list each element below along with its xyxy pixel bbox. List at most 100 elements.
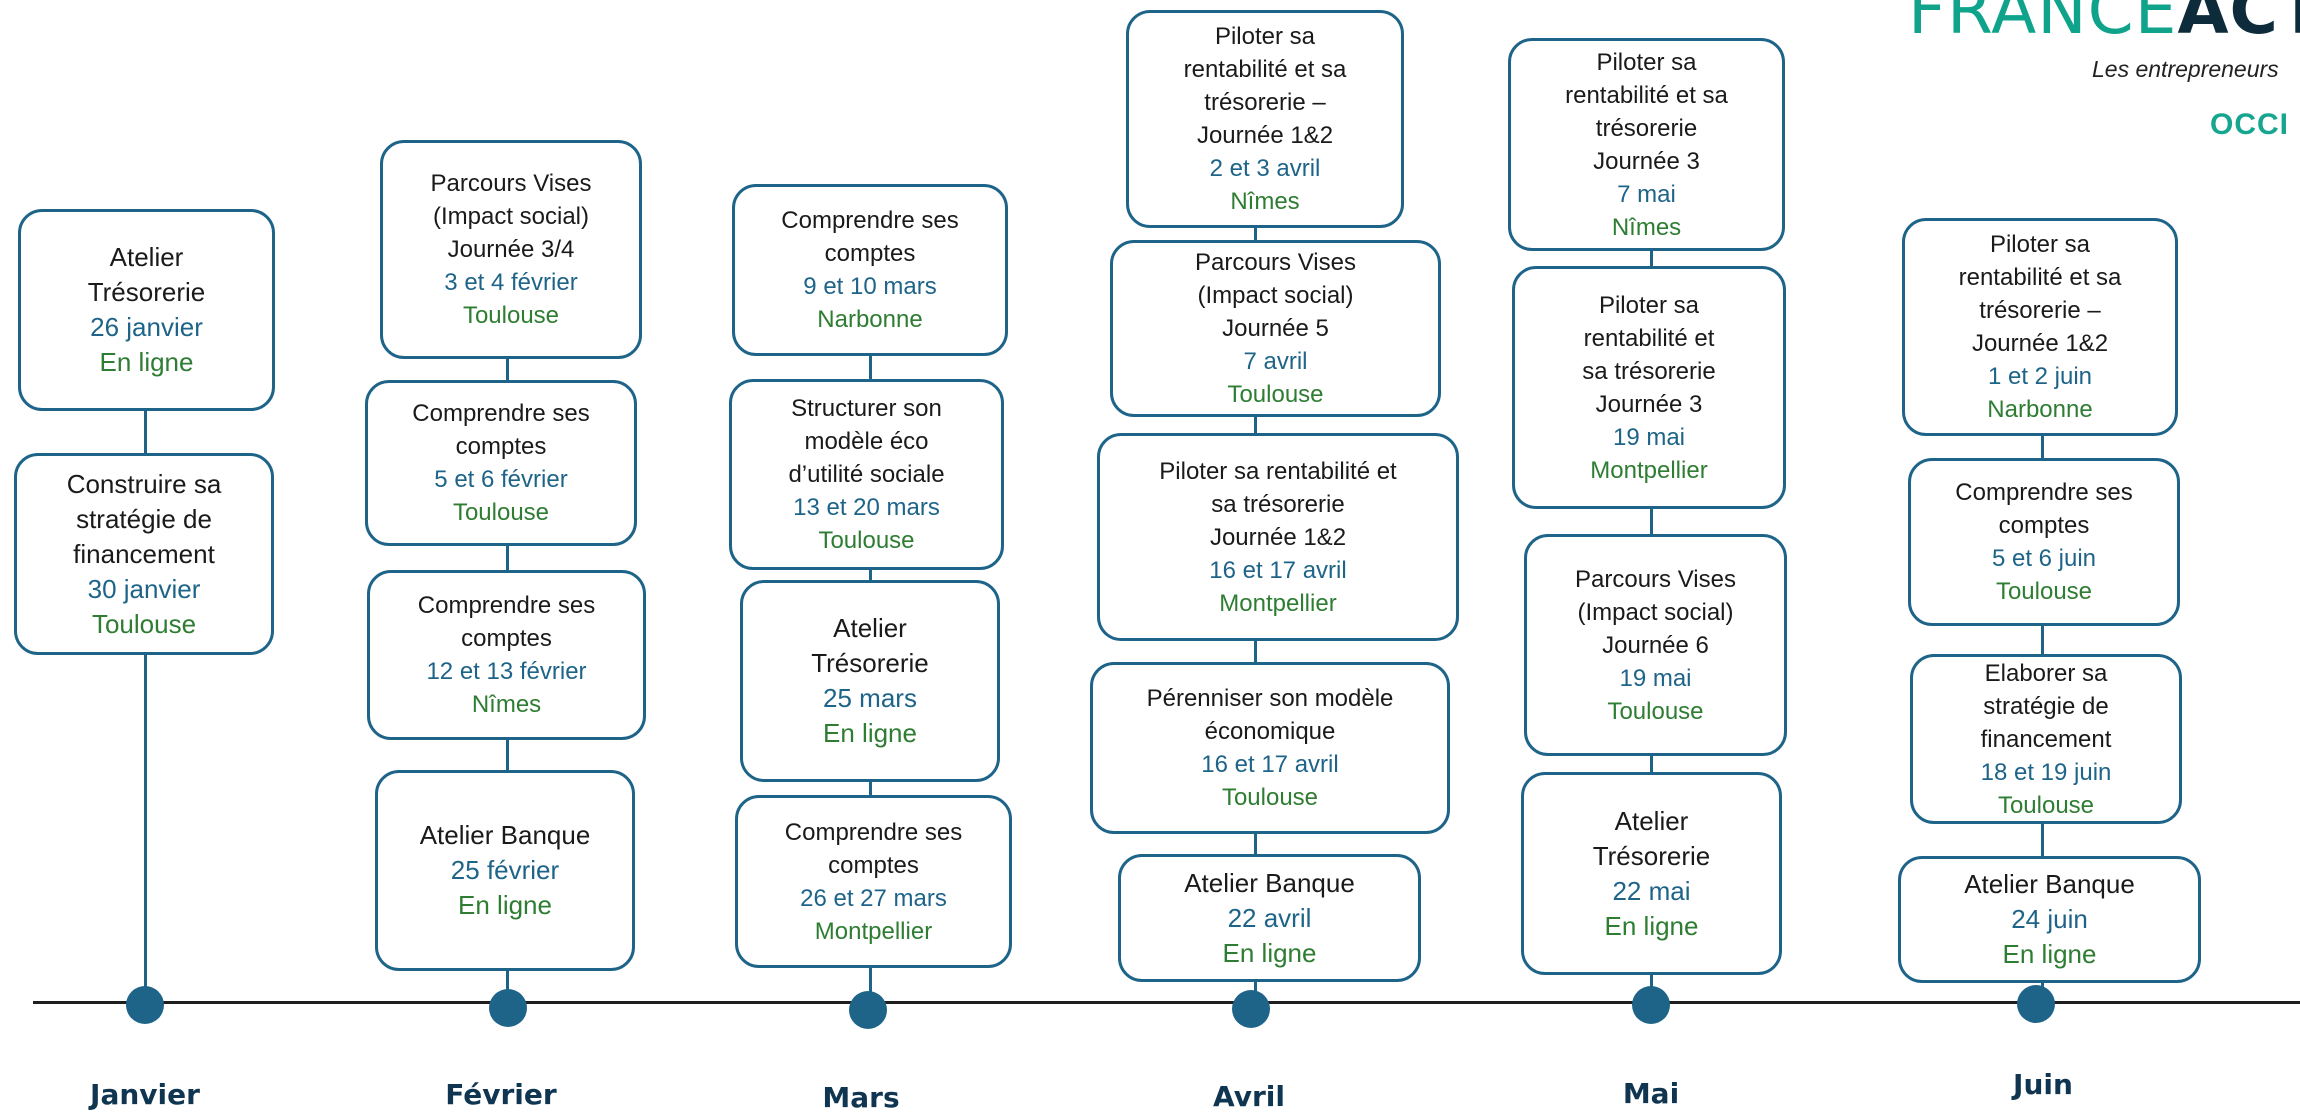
event-card: Piloter sa rentabilité et sa trésorerie …: [1512, 266, 1786, 509]
event-title: Comprendre ses comptes: [781, 207, 959, 267]
event-title: Piloter sa rentabilité et sa trésorerie …: [1565, 48, 1728, 175]
event-location: Narbonne: [1987, 396, 2093, 423]
event-location: En ligne: [99, 347, 194, 377]
event-title: Parcours Vises (Impact social) Journée 6: [1575, 565, 1736, 659]
event-title: Piloter sa rentabilité et sa trésorerie …: [1582, 291, 1716, 418]
event-title: Atelier Trésorerie: [1592, 805, 1711, 871]
event-date: 7 avril: [1243, 348, 1308, 375]
event-title: Atelier Banque: [1184, 867, 1355, 898]
event-card: Piloter sa rentabilité et sa trésorerie …: [1508, 38, 1785, 251]
event-location: En ligne: [2002, 939, 2097, 969]
timeline-dot-juin: [2017, 985, 2055, 1023]
event-date: 22 mai: [1612, 875, 1691, 906]
event-card: Comprendre ses comptes 12 et 13 février …: [367, 570, 646, 740]
event-date: 26 janvier: [90, 312, 203, 342]
timeline-dot-fevrier: [489, 989, 527, 1027]
month-label-avril: Avril: [1213, 1080, 1285, 1113]
event-card: Elaborer sa stratégie de financement 18 …: [1910, 654, 2182, 824]
connector-janvier: [144, 400, 147, 1000]
event-title: Piloter sa rentabilité et sa trésorerie …: [1159, 457, 1397, 551]
event-title: Elaborer sa stratégie de financement: [1980, 659, 2112, 753]
event-date: 1 et 2 juin: [1987, 363, 2093, 390]
event-card: Piloter sa rentabilité et sa trésorerie …: [1126, 10, 1404, 228]
event-card: Construire sa stratégie de financement 3…: [14, 453, 274, 655]
event-date: 2 et 3 avril: [1209, 155, 1321, 182]
event-title: Piloter sa rentabilité et sa trésorerie …: [1958, 231, 2122, 357]
month-label-mai: Mai: [1622, 1077, 1680, 1110]
event-date: 25 février: [450, 855, 560, 885]
timeline-axis: [33, 1001, 2300, 1004]
event-title: Comprendre ses comptes: [417, 592, 596, 652]
event-location: Toulouse: [462, 302, 560, 329]
brand-logo: FRANCEACT: [1908, 0, 2300, 44]
brand-logo-part2: ACT: [2177, 0, 2300, 49]
event-location: Narbonne: [817, 306, 923, 333]
event-title: Piloter sa rentabilité et sa trésorerie …: [1183, 23, 1347, 149]
event-card: Parcours Vises (Impact social) Journée 3…: [380, 140, 642, 359]
event-card: Comprendre ses comptes 9 et 10 mars Narb…: [732, 184, 1008, 356]
event-date: 24 juin: [2011, 904, 2088, 934]
timeline-dot-mars: [849, 991, 887, 1029]
month-label-fevrier: Février: [445, 1078, 557, 1111]
event-title: Atelier Trésorerie: [87, 242, 206, 307]
event-location: Toulouse: [1227, 381, 1324, 408]
event-card: Structurer son modèle éco d’utilité soci…: [729, 379, 1004, 570]
event-card: Atelier Banque 25 février En ligne: [375, 770, 635, 971]
event-location: Toulouse: [452, 499, 550, 526]
month-label-juin: Juin: [2013, 1068, 2073, 1101]
event-location: Toulouse: [818, 527, 915, 554]
timeline-dot-janvier: [126, 986, 164, 1024]
event-date: 30 janvier: [87, 573, 201, 604]
event-card: Piloter sa rentabilité et sa trésorerie …: [1097, 433, 1459, 641]
brand-region: OCCI: [2210, 108, 2289, 141]
event-date: 19 mai: [1612, 423, 1686, 451]
event-card: Parcours Vises (Impact social) Journée 5…: [1110, 240, 1441, 417]
event-location: Nîmes: [1230, 188, 1300, 215]
timeline-dot-mai: [1632, 986, 1670, 1024]
event-location: Nîmes: [1611, 213, 1682, 241]
event-date: 7 mai: [1617, 180, 1676, 208]
event-date: 13 et 20 mars: [793, 494, 940, 521]
event-date: 9 et 10 mars: [803, 273, 937, 300]
event-location: Toulouse: [1997, 791, 2095, 819]
event-card: Pérenniser son modèle économique 16 et 1…: [1090, 662, 1450, 834]
event-title: Comprendre ses comptes: [1955, 479, 2133, 539]
timeline-dot-avril: [1232, 990, 1270, 1028]
event-date: 25 mars: [823, 683, 917, 713]
event-card: Comprendre ses comptes 5 et 6 juin Toulo…: [1908, 458, 2180, 626]
event-location: Montpellier: [1219, 589, 1337, 617]
event-card: Atelier Trésorerie 25 mars En ligne: [740, 580, 1000, 782]
event-card: Atelier Trésorerie 22 mai En ligne: [1521, 772, 1782, 975]
event-title: Atelier Banque: [419, 820, 591, 850]
event-title: Construire sa stratégie de financement: [66, 468, 222, 569]
event-title: Parcours Vises (Impact social) Journée 5: [1195, 249, 1356, 342]
event-card: Atelier Banque 24 juin En ligne: [1898, 856, 2201, 983]
event-card: Piloter sa rentabilité et sa trésorerie …: [1902, 218, 2178, 436]
brand-logo-part1: FRANCE: [1908, 0, 2178, 49]
event-date: 12 et 13 février: [426, 658, 587, 685]
event-title: Parcours Vises (Impact social) Journée 3…: [430, 170, 592, 263]
event-card: Comprendre ses comptes 5 et 6 février To…: [365, 380, 637, 546]
event-title: Pérenniser son modèle économique: [1146, 685, 1394, 745]
event-date: 18 et 19 juin: [1980, 758, 2112, 786]
event-date: 16 et 17 avril: [1201, 751, 1339, 778]
event-location: En ligne: [458, 890, 552, 920]
event-card: Atelier Trésorerie 26 janvier En ligne: [18, 209, 275, 411]
event-date: 3 et 4 février: [444, 269, 578, 296]
event-location: En ligne: [1222, 937, 1317, 968]
event-location: Montpellier: [814, 917, 933, 945]
event-date: 16 et 17 avril: [1209, 556, 1347, 584]
event-title: Structurer son modèle éco d’utilité soci…: [788, 395, 945, 488]
event-location: Toulouse: [1221, 784, 1319, 811]
event-title: Atelier Trésorerie: [811, 613, 929, 678]
event-date: 22 avril: [1227, 902, 1312, 933]
event-date: 26 et 27 mars: [800, 884, 947, 912]
event-location: Toulouse: [1607, 697, 1704, 725]
event-card: Atelier Banque 22 avril En ligne: [1118, 854, 1421, 982]
event-location: En ligne: [823, 718, 917, 748]
event-title: Comprendre ses comptes: [784, 818, 963, 879]
event-date: 5 et 6 février: [434, 466, 568, 493]
event-location: Toulouse: [1995, 578, 2093, 605]
event-location: Nîmes: [471, 691, 542, 718]
event-title: Comprendre ses comptes: [412, 400, 590, 460]
